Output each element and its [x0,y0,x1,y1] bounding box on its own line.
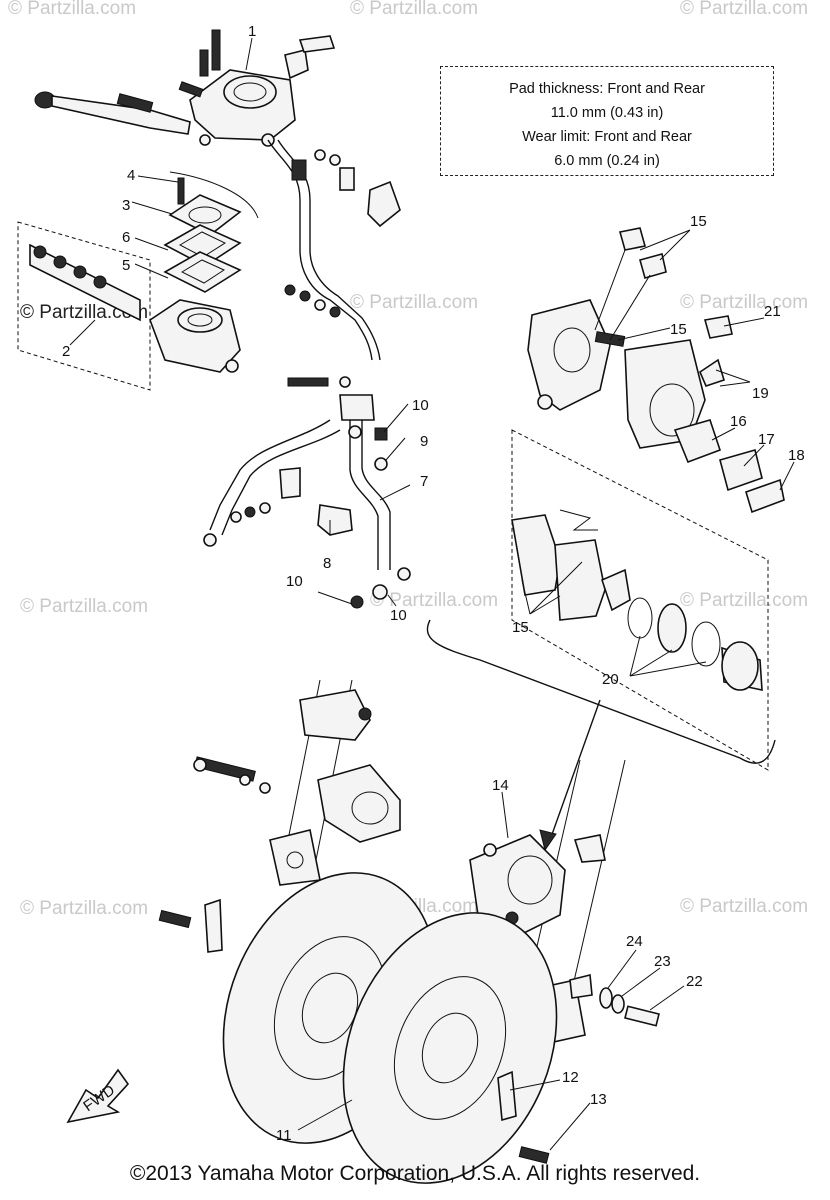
reservoir-cap-stack [163,171,259,293]
detail-bracket [426,619,776,852]
part-label-21: 21 [764,303,781,320]
watermark: © Partzilla.com [680,590,808,611]
part-label-15: 15 [512,619,529,636]
caliper-left [193,756,401,843]
brake-disc-right [342,912,558,1184]
watermark: © Partzilla.com [350,292,478,313]
watermark: © Partzilla.com [20,596,148,617]
pad-detail [511,429,769,771]
brake-hose-lower [203,376,411,609]
part-label-23: 23 [654,953,671,970]
part-label-11: 11 [276,1127,292,1144]
pad-spec-box: Pad thickness: Front and Rear 11.0 mm (0… [440,66,774,176]
part-label-2: 2 [62,343,70,360]
part-label-15: 15 [690,213,707,230]
part-label-12: 12 [562,1069,579,1086]
spec-line: Pad thickness: Front and Rear [509,81,705,97]
brake-lever [34,91,191,135]
part-label-10: 10 [286,573,303,590]
master-cylinder-assembly [17,221,241,391]
part-label-10: 10 [390,607,407,624]
part-label-5: 5 [122,257,130,274]
spec-line: Wear limit: Front and Rear [522,129,692,145]
watermark: © Partzilla.com [680,0,808,19]
part-label-14: 14 [492,777,509,794]
part-label-7: 7 [420,473,428,490]
caliper-right [469,834,566,936]
part-label-24: 24 [626,933,643,950]
leader-lines [69,37,795,1151]
watermark: © Partzilla.com [680,292,808,313]
brake-hose-upper [267,139,401,361]
spec-line: 11.0 mm (0.43 in) [550,105,664,121]
forward-direction-arrow: FWD [66,1068,130,1124]
part-label-19: 19 [752,385,769,402]
watermark: © Partzilla.com [370,590,498,611]
caliper-upper [527,227,785,514]
part-label-4: 4 [127,167,135,184]
part-label-16: 16 [730,413,747,430]
part-label-10: 10 [412,397,429,414]
part-label-13: 13 [590,1091,607,1108]
part-label-18: 18 [788,447,805,464]
part-label-1: 1 [248,23,256,40]
part-labels: 1 2 3 4 5 6 7 8 9 10 10 10 11 12 13 14 1… [62,23,805,1144]
watermark: © Partzilla.com [350,0,478,19]
part-label-3: 3 [122,197,130,214]
part-label-6: 6 [122,229,130,246]
watermark: © Partzilla.com [680,896,808,917]
watermark: © Partzilla.com [8,0,136,19]
copyright-notice: ©2013 Yamaha Motor Corporation, U.S.A. A… [129,1162,701,1185]
part-label-17: 17 [758,431,775,448]
watermarks: © Partzilla.com © Partzilla.com © Partzi… [8,0,808,919]
master-cylinder-upper [178,29,336,147]
part-label-8: 8 [323,555,331,572]
watermark: © Partzilla.com [20,898,148,919]
part-label-20: 20 [602,671,619,688]
part-label-9: 9 [420,433,428,450]
spec-line: 6.0 mm (0.24 in) [554,153,660,169]
part-label-15: 15 [670,321,687,338]
part-label-22: 22 [686,973,703,990]
mount-bolt-stack [599,987,660,1027]
